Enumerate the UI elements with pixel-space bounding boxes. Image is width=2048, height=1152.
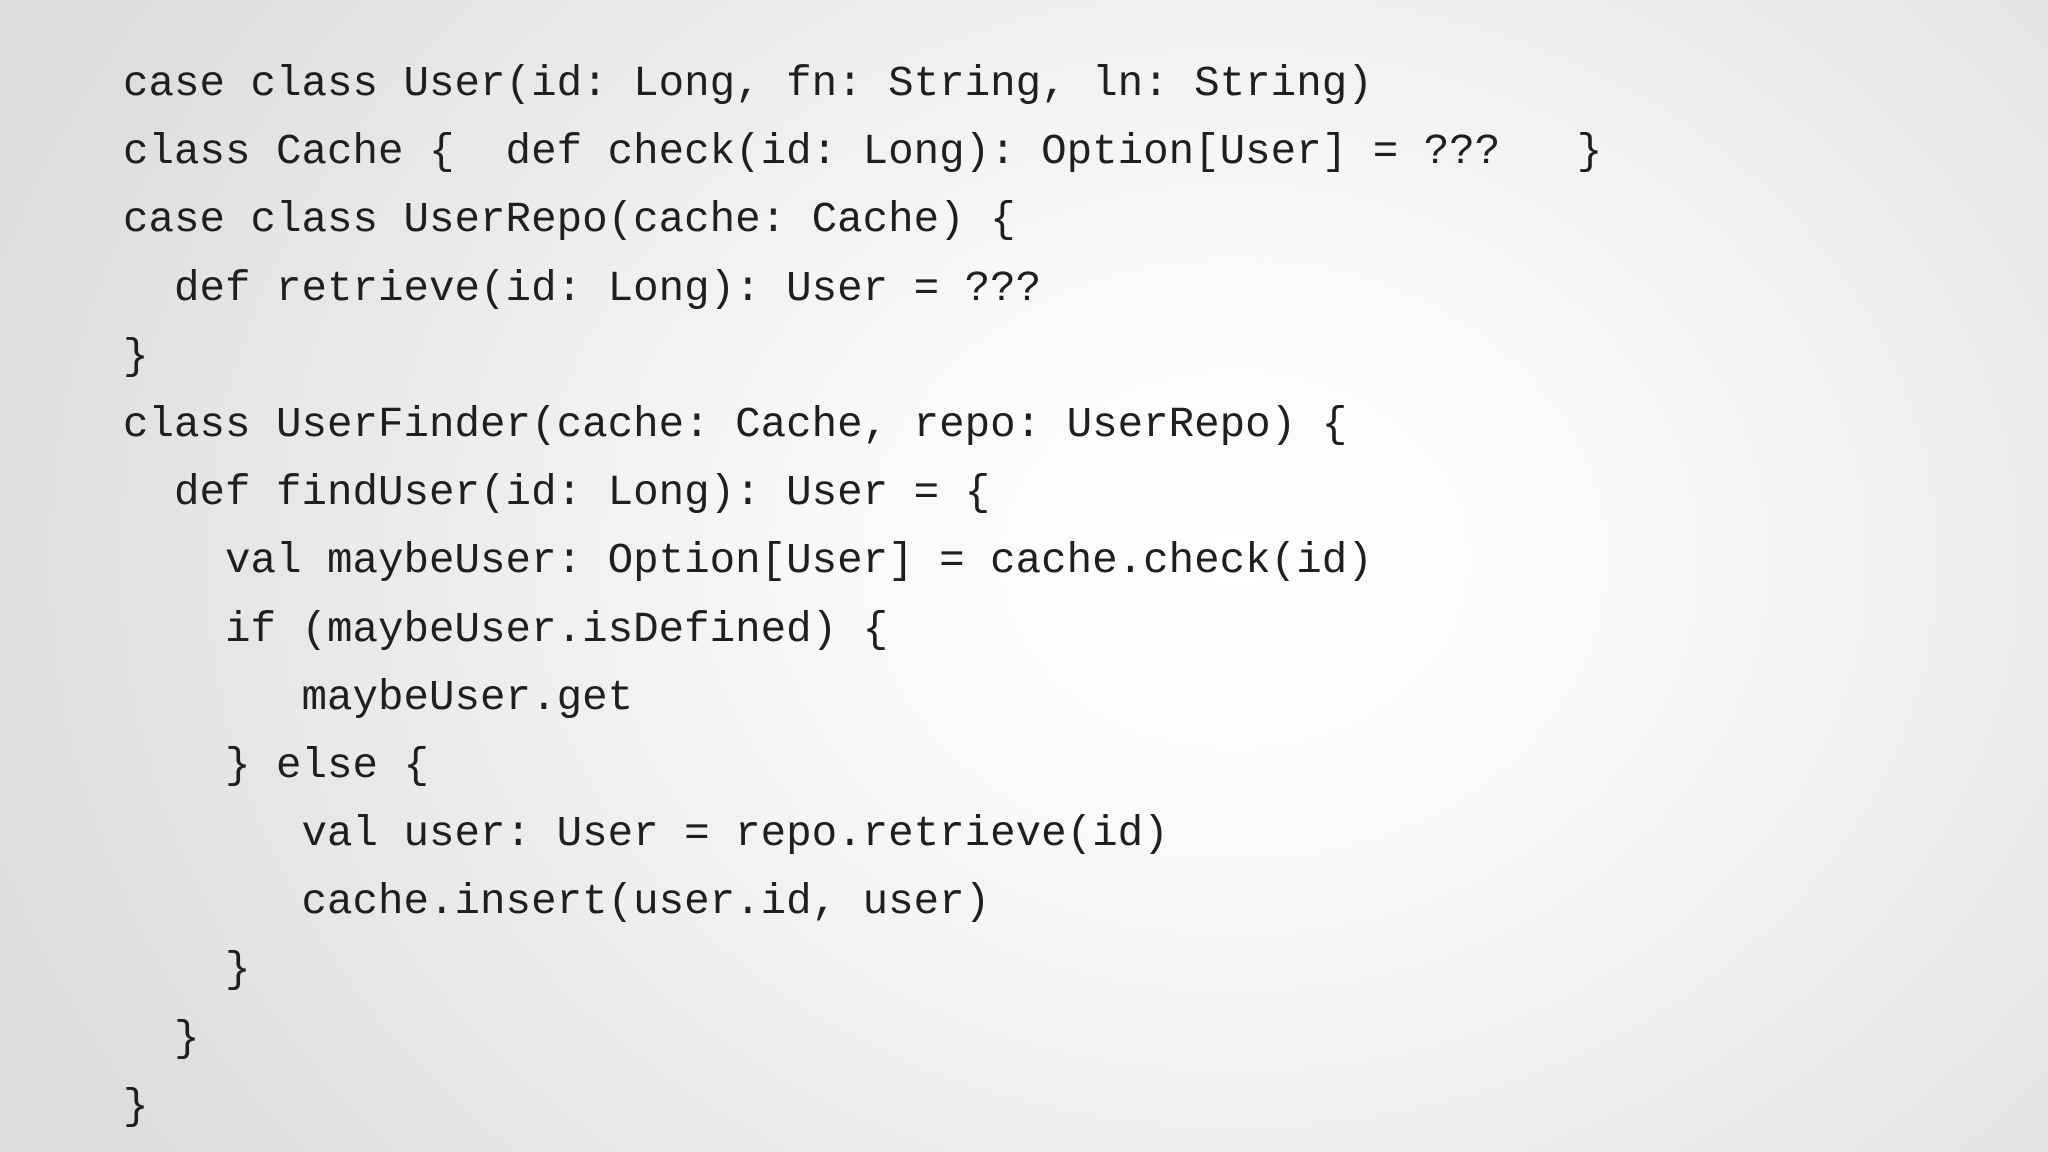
code-line-9: if (maybeUser.isDefined) {: [123, 605, 889, 654]
code-line-8: val maybeUser: Option[User] = cache.chec…: [123, 537, 1373, 586]
code-line-7: def findUser(id: Long): User = {: [123, 469, 991, 518]
code-line-11: } else {: [123, 741, 430, 790]
code-line-6: class UserFinder(cache: Cache, repo: Use…: [123, 400, 1348, 449]
code-line-5: }: [123, 332, 149, 381]
code-line-13: cache.insert(user.id, user): [123, 878, 991, 927]
code-line-12: val user: User = repo.retrieve(id): [123, 810, 1169, 859]
code-line-15: }: [123, 1014, 200, 1063]
code-line-4: def retrieve(id: Long): User = ???: [123, 264, 1042, 313]
code-line-16: }: [123, 1082, 149, 1131]
code-line-10: maybeUser.get: [123, 673, 634, 722]
code-line-3: case class UserRepo(cache: Cache) {: [123, 196, 1016, 245]
code-block: case class User(id: Long, fn: String, ln…: [123, 50, 1602, 1141]
code-line-14: }: [123, 946, 251, 995]
code-line-2: class Cache { def check(id: Long): Optio…: [123, 128, 1603, 177]
code-line-1: case class User(id: Long, fn: String, ln…: [123, 60, 1373, 108]
